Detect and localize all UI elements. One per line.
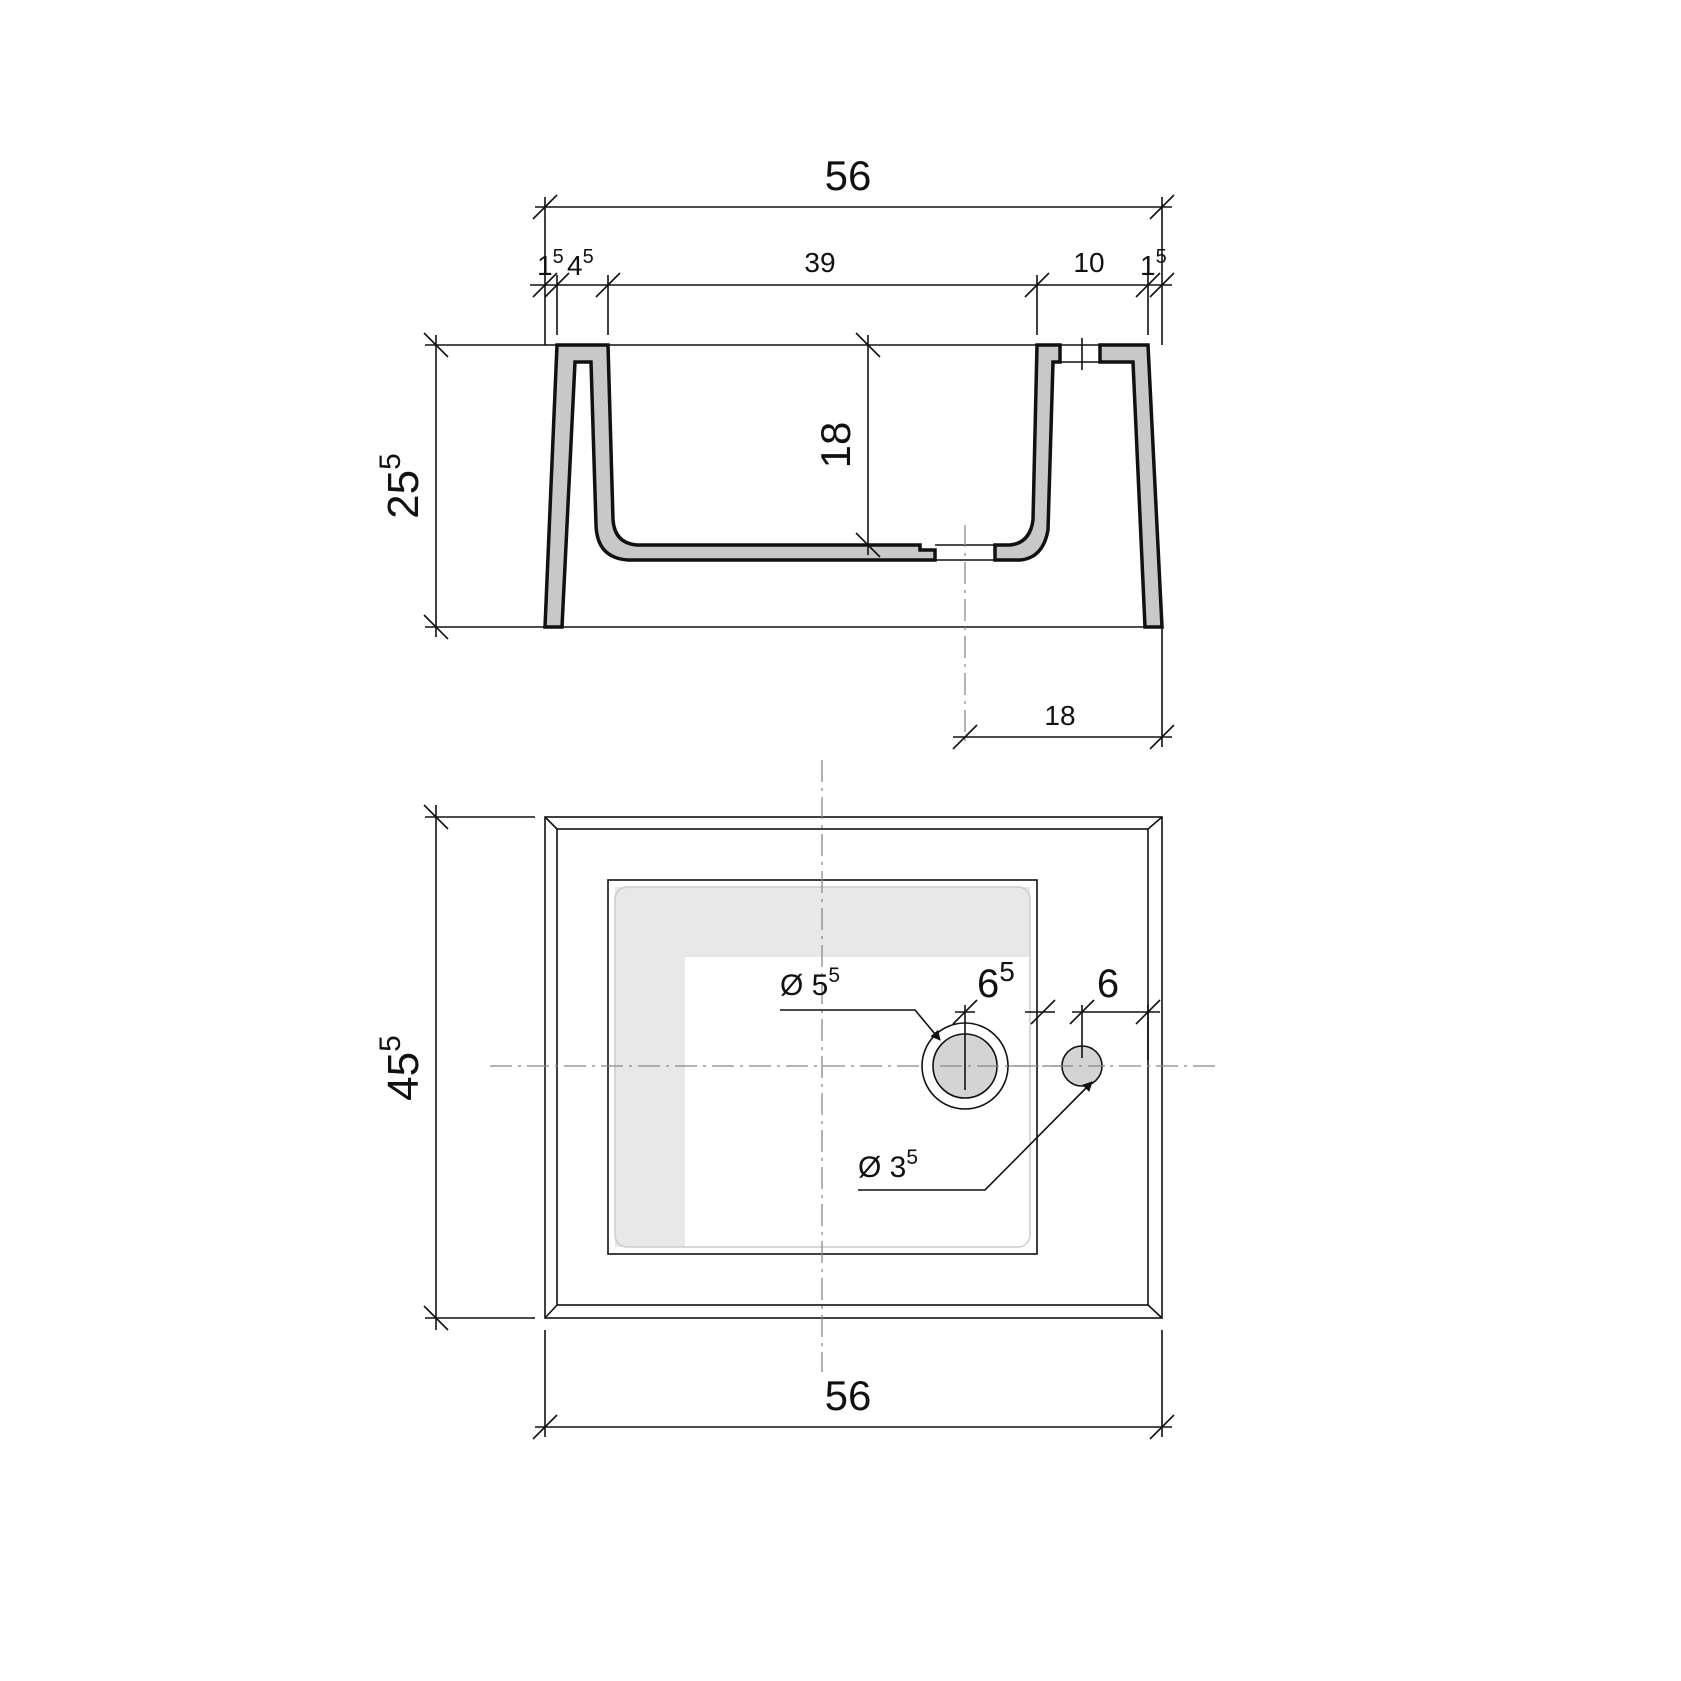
dim-drain-offset: 18: [952, 627, 1175, 750]
dim-label-rim-left: 15: [537, 246, 564, 281]
plan-view: 65 6 Ø 55 Ø 35 455: [374, 760, 1218, 1440]
dim-label-deck-right: 10: [1073, 247, 1104, 278]
dim-label: 6: [1097, 962, 1119, 1006]
dim-width: 56: [532, 1330, 1175, 1440]
dim-label: 255: [374, 453, 428, 519]
bevel-edge: [556, 828, 1149, 1306]
dim-label: 18: [1044, 700, 1075, 731]
dim-label-bowl-width: 39: [804, 247, 835, 278]
dim-chain-widths: 15 45 39 10 15: [530, 246, 1175, 335]
leader-drain-diameter: Ø 55: [780, 964, 941, 1041]
dim-label: Ø 35: [858, 1146, 918, 1184]
dim-label: 455: [374, 1035, 428, 1101]
dim-tap-to-edge: 6: [1069, 962, 1161, 1025]
overflow-hole: [1060, 338, 1100, 370]
dim-label-wall-left: 45: [567, 246, 594, 281]
section-right-wall: [993, 343, 1062, 562]
dim-drain-to-tap: 65: [952, 956, 1056, 1025]
drain-opening: [935, 525, 995, 745]
dim-depth: 455: [374, 804, 535, 1331]
dim-label: Ø 55: [780, 964, 840, 1002]
section-left-wall: [543, 343, 937, 629]
dim-label: 56: [825, 1372, 872, 1419]
section-view: 56 15 45 39 10 15: [374, 152, 1175, 750]
dim-label: 56: [825, 152, 872, 199]
section-right-leg: [1098, 343, 1164, 629]
dim-label: 18: [812, 422, 859, 469]
dim-height: 255: [374, 332, 449, 640]
dim-bowl-depth: 18: [812, 332, 881, 558]
dim-label: 65: [977, 956, 1015, 1006]
dim-overall-width: 56: [532, 152, 1175, 345]
basin-shading: [615, 887, 1030, 1247]
outer-edge: [544, 816, 1163, 1319]
leader-tap-diameter: Ø 35: [858, 1081, 1093, 1191]
dim-label-rim-right: 15: [1140, 246, 1167, 281]
